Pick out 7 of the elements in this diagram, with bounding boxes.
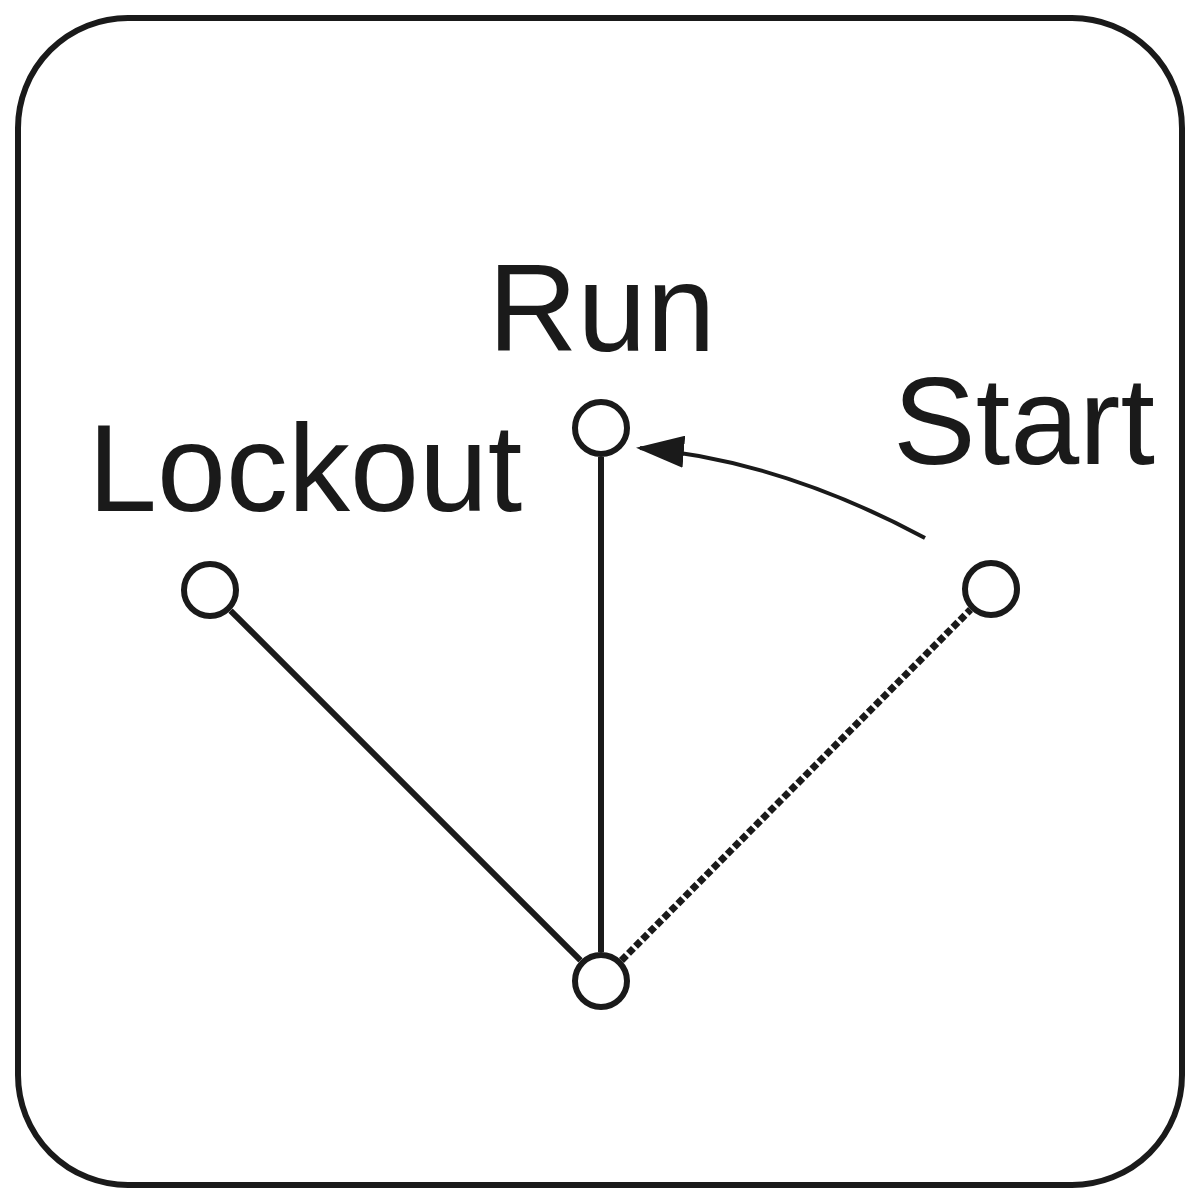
curved-arrow — [636, 436, 926, 540]
connector-line — [618, 607, 974, 963]
position-label: Lockout — [88, 406, 523, 530]
connector-line — [598, 457, 604, 952]
position-label: Start — [893, 359, 1155, 483]
position-label: Run — [488, 246, 716, 370]
connector-line — [228, 608, 583, 963]
